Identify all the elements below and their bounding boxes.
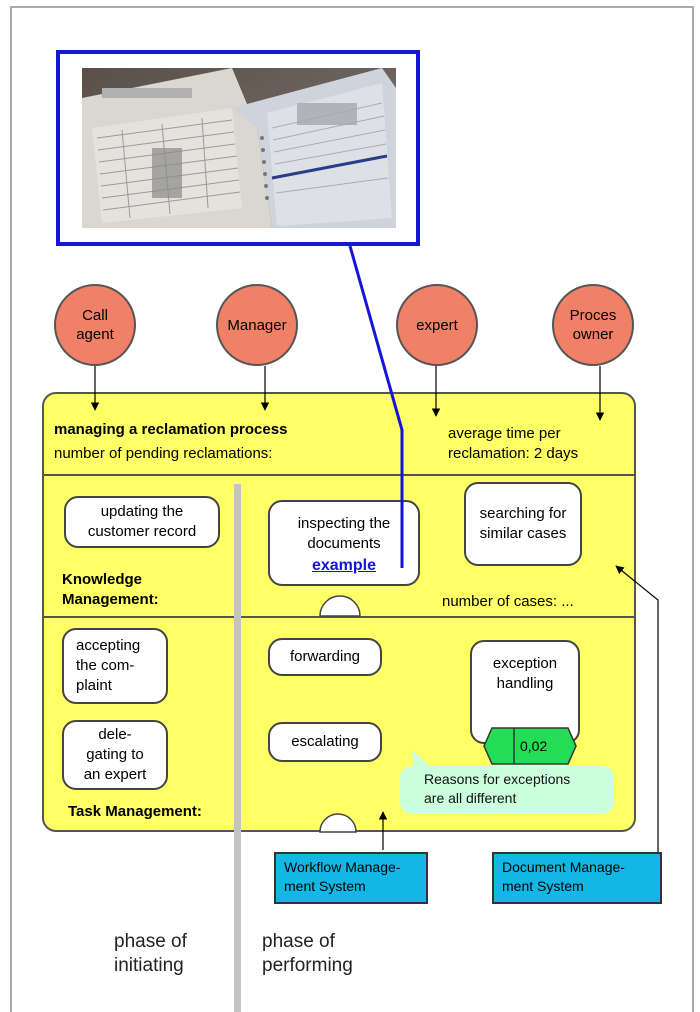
task-inspecting-documents[interactable]: inspecting the documents example — [268, 500, 420, 586]
example-link[interactable]: example — [311, 557, 377, 574]
knowledge-section-label-line2: Management: — [62, 591, 159, 608]
phase-separator — [234, 484, 241, 1012]
task-escalating[interactable]: escalating — [268, 722, 382, 762]
actor-expert: expert — [396, 284, 478, 366]
task-searching-similar-cases[interactable]: searching for similar cases — [464, 482, 582, 566]
cases-count-label: number of cases: ... — [442, 593, 574, 610]
callout-pointer — [412, 750, 432, 768]
document-management-system: Document Manage- ment System — [492, 852, 662, 904]
document-photo-frame — [56, 50, 420, 246]
average-time-label-line1: average time per — [448, 425, 561, 442]
task-forwarding[interactable]: forwarding — [268, 638, 382, 676]
arrow-document-system — [615, 565, 659, 852]
page-frame — [10, 6, 694, 1012]
phase-performing: phase of performing — [262, 931, 353, 976]
document-photo — [82, 68, 396, 228]
knowledge-section-label-line1: Knowledge — [62, 571, 143, 588]
example-link-line — [348, 245, 404, 568]
exceptions-callout: Reasons for exceptions are all different — [400, 766, 614, 814]
actor-manager: Manager — [216, 284, 298, 366]
workflow-management-system: Workflow Manage- ment System — [274, 852, 428, 904]
average-time-label-line2: reclamation: 2 days — [448, 445, 579, 462]
exception-rate-value: 0,02 — [520, 738, 548, 754]
task-updating-customer-record[interactable]: updating the customer record — [64, 496, 220, 548]
pending-reclamations-label: number of pending reclamations: — [54, 445, 273, 462]
exception-indicator — [483, 727, 577, 765]
knowledge-connector — [319, 595, 361, 617]
phase-initiating: phase of initiating — [114, 931, 187, 976]
task-divider — [42, 616, 636, 618]
knowledge-divider — [42, 474, 636, 476]
process-title: managing a reclamation process — [54, 421, 288, 438]
task-section-label: Task Management: — [68, 803, 202, 820]
task-connector — [319, 813, 357, 833]
